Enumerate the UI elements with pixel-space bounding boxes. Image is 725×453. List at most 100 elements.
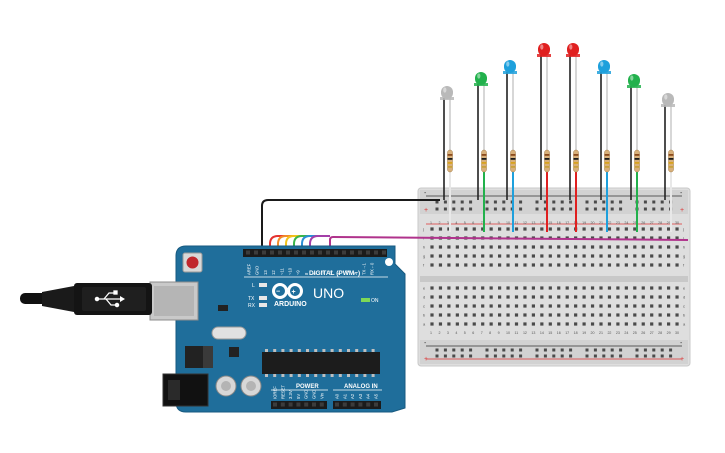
- breadboard-hole[interactable]: [464, 295, 468, 299]
- breadboard-hole[interactable]: [506, 295, 510, 299]
- breadboard-hole[interactable]: [540, 245, 544, 249]
- breadboard-hole[interactable]: [506, 286, 510, 290]
- breadboard-hole[interactable]: [599, 236, 603, 240]
- breadboard-hole[interactable]: [481, 263, 485, 267]
- breadboard-hole[interactable]: [675, 304, 679, 308]
- breadboard-hole[interactable]: [481, 227, 485, 231]
- rail-hole[interactable]: [652, 200, 656, 204]
- breadboard-hole[interactable]: [447, 227, 451, 231]
- breadboard-hole[interactable]: [481, 286, 485, 290]
- breadboard-hole[interactable]: [430, 304, 434, 308]
- breadboard[interactable]: 1122334455667788991010111112121313141415…: [417, 187, 691, 367]
- rail-hole[interactable]: [552, 348, 556, 352]
- breadboard-hole[interactable]: [472, 263, 476, 267]
- rail-hole[interactable]: [635, 354, 639, 358]
- breadboard-hole[interactable]: [590, 286, 595, 290]
- wire-pin[interactable]: [301, 235, 330, 253]
- breadboard-hole[interactable]: [574, 236, 578, 240]
- breadboard-hole[interactable]: [675, 286, 679, 290]
- breadboard-hole[interactable]: [565, 313, 569, 317]
- breadboard-hole[interactable]: [531, 263, 535, 267]
- breadboard-hole[interactable]: [472, 286, 476, 290]
- breadboard-hole[interactable]: [650, 227, 654, 231]
- rail-hole[interactable]: [602, 348, 606, 352]
- wires[interactable]: [261, 199, 689, 253]
- breadboard-hole[interactable]: [438, 295, 443, 299]
- header-pin[interactable]: [286, 250, 290, 255]
- breadboard-hole[interactable]: [675, 254, 679, 258]
- breadboard-hole[interactable]: [607, 304, 612, 308]
- rail-hole[interactable]: [602, 207, 606, 211]
- breadboard-hole[interactable]: [548, 313, 552, 317]
- breadboard-hole[interactable]: [599, 322, 603, 326]
- breadboard-hole[interactable]: [438, 254, 443, 258]
- rail-hole[interactable]: [643, 348, 647, 352]
- breadboard-hole[interactable]: [498, 263, 502, 267]
- breadboard-hole[interactable]: [489, 245, 493, 249]
- breadboard-hole[interactable]: [523, 322, 527, 326]
- breadboard-hole[interactable]: [650, 236, 654, 240]
- breadboard-hole[interactable]: [523, 254, 527, 258]
- breadboard-hole[interactable]: [455, 254, 459, 258]
- header-pin[interactable]: [358, 250, 362, 255]
- header-pin[interactable]: [326, 250, 330, 255]
- rail-hole[interactable]: [652, 354, 656, 358]
- breadboard-hole[interactable]: [624, 254, 628, 258]
- breadboard-hole[interactable]: [590, 313, 595, 317]
- rail-hole[interactable]: [485, 207, 489, 211]
- breadboard-hole[interactable]: [430, 254, 434, 258]
- breadboard-hole[interactable]: [675, 263, 679, 267]
- led-white[interactable]: [440, 86, 454, 232]
- breadboard-hole[interactable]: [506, 227, 510, 231]
- breadboard-hole[interactable]: [489, 304, 493, 308]
- rail-hole[interactable]: [543, 354, 547, 358]
- rail-hole[interactable]: [569, 207, 573, 211]
- rail-hole[interactable]: [560, 348, 564, 352]
- breadboard-hole[interactable]: [430, 227, 434, 231]
- rail-hole[interactable]: [519, 348, 523, 352]
- breadboard-hole[interactable]: [447, 322, 451, 326]
- breadboard-hole[interactable]: [557, 286, 561, 290]
- breadboard-hole[interactable]: [641, 236, 645, 240]
- resistor[interactable]: [668, 149, 674, 173]
- header-pin[interactable]: [254, 250, 258, 255]
- breadboard-hole[interactable]: [616, 295, 620, 299]
- header-pin[interactable]: [262, 250, 266, 255]
- resistor[interactable]: [481, 149, 487, 173]
- breadboard-hole[interactable]: [565, 263, 569, 267]
- breadboard-hole[interactable]: [607, 227, 612, 231]
- breadboard-hole[interactable]: [540, 295, 544, 299]
- rail-hole[interactable]: [435, 354, 439, 358]
- rail-hole[interactable]: [560, 207, 564, 211]
- breadboard-hole[interactable]: [514, 304, 519, 308]
- header-pin[interactable]: [319, 402, 324, 407]
- breadboard-hole[interactable]: [455, 227, 459, 231]
- breadboard-hole[interactable]: [540, 322, 544, 326]
- header-pin[interactable]: [318, 250, 322, 255]
- breadboard-hole[interactable]: [481, 254, 485, 258]
- breadboard-hole[interactable]: [633, 236, 637, 240]
- rail-hole[interactable]: [560, 354, 564, 358]
- breadboard-hole[interactable]: [438, 304, 443, 308]
- breadboard-hole[interactable]: [464, 286, 468, 290]
- breadboard-hole[interactable]: [430, 286, 434, 290]
- breadboard-hole[interactable]: [582, 295, 586, 299]
- breadboard-hole[interactable]: [506, 322, 510, 326]
- breadboard-hole[interactable]: [447, 304, 451, 308]
- breadboard-hole[interactable]: [523, 286, 527, 290]
- header-pin[interactable]: [358, 402, 363, 407]
- rail-hole[interactable]: [619, 348, 623, 352]
- breadboard-hole[interactable]: [607, 286, 612, 290]
- breadboard-hole[interactable]: [514, 313, 519, 317]
- breadboard-hole[interactable]: [531, 245, 535, 249]
- breadboard-hole[interactable]: [447, 254, 451, 258]
- breadboard-hole[interactable]: [616, 263, 620, 267]
- breadboard-hole[interactable]: [498, 313, 502, 317]
- breadboard-hole[interactable]: [523, 263, 527, 267]
- wire-pin[interactable]: [293, 235, 330, 253]
- breadboard-hole[interactable]: [430, 263, 434, 267]
- breadboard-hole[interactable]: [574, 322, 578, 326]
- breadboard-hole[interactable]: [523, 304, 527, 308]
- breadboard-hole[interactable]: [565, 286, 569, 290]
- breadboard-hole[interactable]: [624, 236, 628, 240]
